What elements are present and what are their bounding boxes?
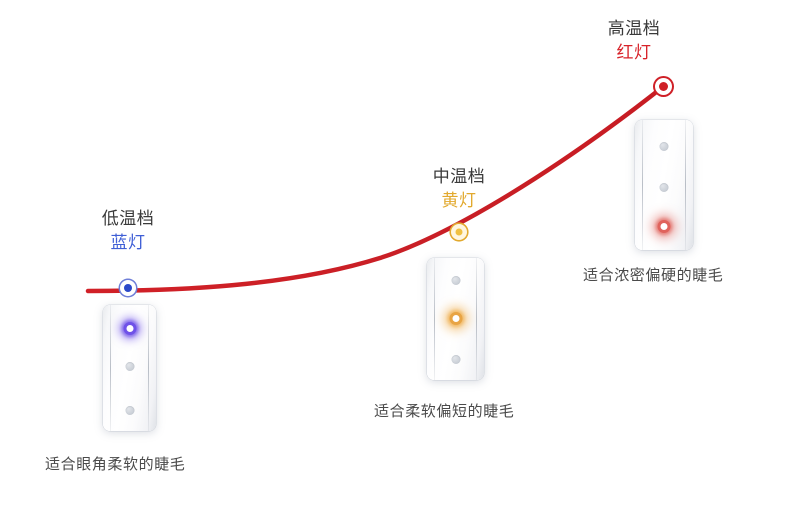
tier-light-mid: 黄灯 (441, 190, 477, 210)
device-button-mid[interactable] (125, 362, 134, 371)
device-led-mid[interactable] (449, 312, 462, 325)
device-seam-right (476, 258, 477, 380)
caption-low: 适合眼角柔软的睫毛 (45, 456, 186, 473)
tier-label-high: 高温档 红灯 (608, 18, 661, 64)
device-button-top[interactable] (451, 276, 460, 285)
curve-stroke (85, 83, 667, 294)
tier-name-high: 高温档 (607, 19, 661, 38)
device-seam-left (110, 305, 111, 431)
data-point-mid[interactable] (451, 224, 467, 240)
tier-name-low: 低温档 (101, 209, 155, 228)
caption-high: 适合浓密偏硬的睫毛 (583, 267, 724, 284)
device-button-mid[interactable] (659, 183, 669, 192)
tier-name-mid: 中温档 (432, 167, 486, 186)
tier-label-low: 低温档 蓝灯 (102, 208, 155, 254)
data-point-low[interactable] (120, 280, 136, 296)
device-led-high[interactable] (657, 220, 671, 233)
data-point-low-core (124, 284, 132, 292)
curve-area-fill (88, 86, 664, 410)
tier-light-low: 蓝灯 (110, 232, 146, 252)
data-point-high-core (658, 81, 668, 91)
device-button-low[interactable] (451, 355, 460, 364)
tier-label-mid: 中温档 黄灯 (433, 166, 486, 212)
data-point-mid-core (455, 228, 463, 236)
device-mid (427, 258, 484, 380)
device-button-top[interactable] (659, 142, 669, 151)
device-button-low[interactable] (125, 406, 134, 415)
device-led-low[interactable] (123, 322, 136, 335)
tier-light-high: 红灯 (616, 42, 652, 62)
data-point-high[interactable] (654, 77, 672, 95)
device-seam-right (148, 305, 149, 431)
device-seam-left (434, 258, 435, 380)
caption-mid: 适合柔软偏短的睫毛 (374, 403, 515, 420)
device-high (635, 120, 693, 250)
device-low (103, 305, 156, 431)
device-seam-right (685, 120, 686, 250)
device-seam-left (642, 120, 643, 250)
